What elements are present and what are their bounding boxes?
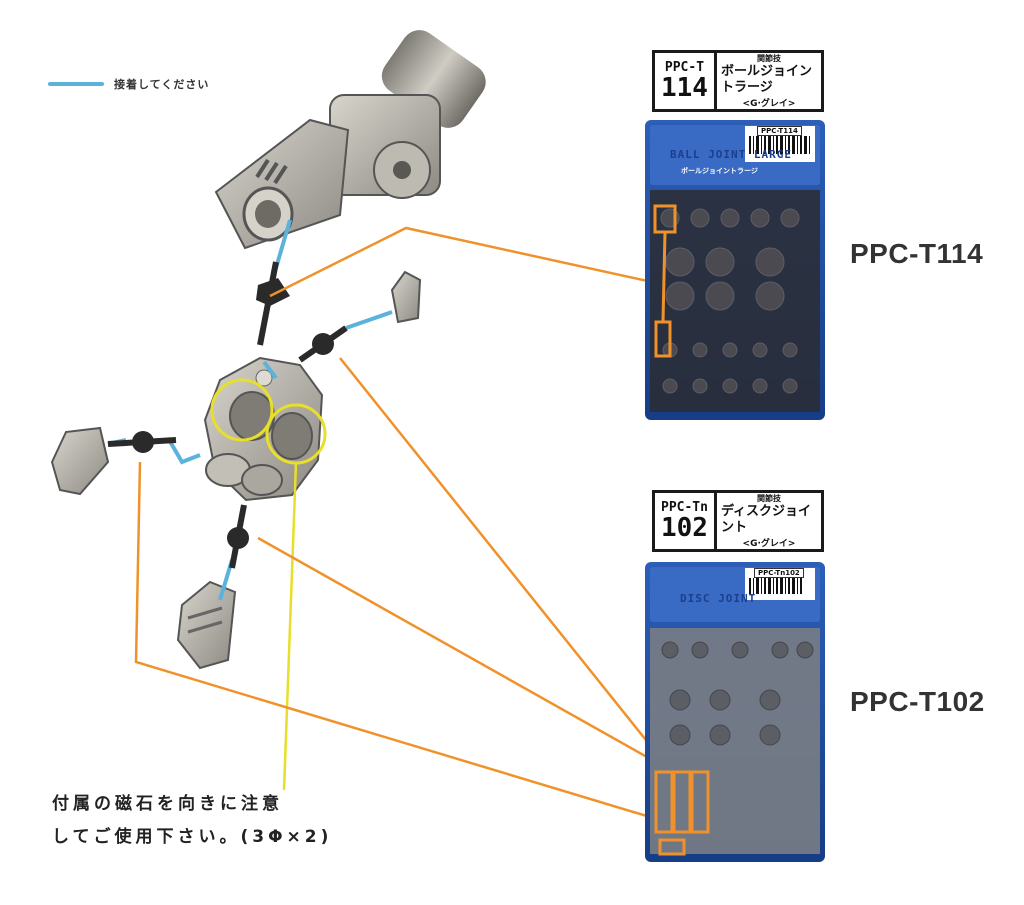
product-number: 102 [661, 512, 708, 543]
product-label-114: PPC-T114 [850, 238, 984, 269]
product-name: ボールジョイントラージ [720, 64, 812, 95]
product-header-102: PPC-Tn 102 関節技 ディスクジョイント <G·グレイ> [652, 490, 824, 552]
magnet-note: 付属の磁石を向きに注意 してご使用下さい。(3Φ×2) [52, 788, 332, 854]
pointer-lines [134, 226, 703, 822]
package-114-image [645, 120, 825, 420]
product-header-114: PPC-T 114 関節技 ボールジョイントラージ <G·グレイ> [652, 50, 824, 112]
hand-part-left [50, 426, 110, 496]
product-series: PPC-T [664, 59, 705, 75]
magnet-pointer-line [282, 462, 298, 791]
legend: 接着してください [48, 76, 209, 92]
product-description: 関節技 ディスクジョイント <G·グレイ> [717, 493, 821, 549]
package-subtitle: ボールジョイントラージ [681, 167, 758, 175]
product-category: 関節技 [756, 494, 781, 503]
package-code-label: PPC-Tn102 [754, 568, 804, 578]
legend-label: 接着してください [114, 78, 210, 91]
upper-arm-part [214, 30, 486, 250]
product-color: <G·グレイ> [742, 99, 796, 109]
product-name: ディスクジョイント [720, 504, 812, 535]
product-series: PPC-Tn [661, 499, 708, 515]
package-102-image [645, 562, 825, 862]
joint-parts [107, 261, 348, 569]
glue-lines [107, 219, 393, 601]
product-label-102: PPC-T102 [850, 686, 985, 717]
note-line-1: 付属の磁石を向きに注意 [52, 794, 283, 814]
note-line-2: してご使用下さい。(3Φ×2) [52, 827, 333, 847]
product-description: 関節技 ボールジョイントラージ <G·グレイ> [717, 53, 821, 109]
package-code-label: PPC-T114 [757, 126, 802, 136]
product-color: <G·グレイ> [742, 539, 796, 549]
package-title: BALL JOINT LARGE [670, 148, 792, 161]
package-title: DISC JOINT [680, 592, 757, 605]
product-code-box: PPC-T 114 [655, 53, 717, 109]
foot-part-bottom [176, 580, 237, 670]
hand-part-right [390, 270, 422, 324]
glue-legend-swatch [48, 82, 104, 86]
product-code-box: PPC-Tn 102 [655, 493, 717, 549]
product-number: 114 [661, 72, 708, 103]
product-category: 関節技 [756, 54, 781, 63]
